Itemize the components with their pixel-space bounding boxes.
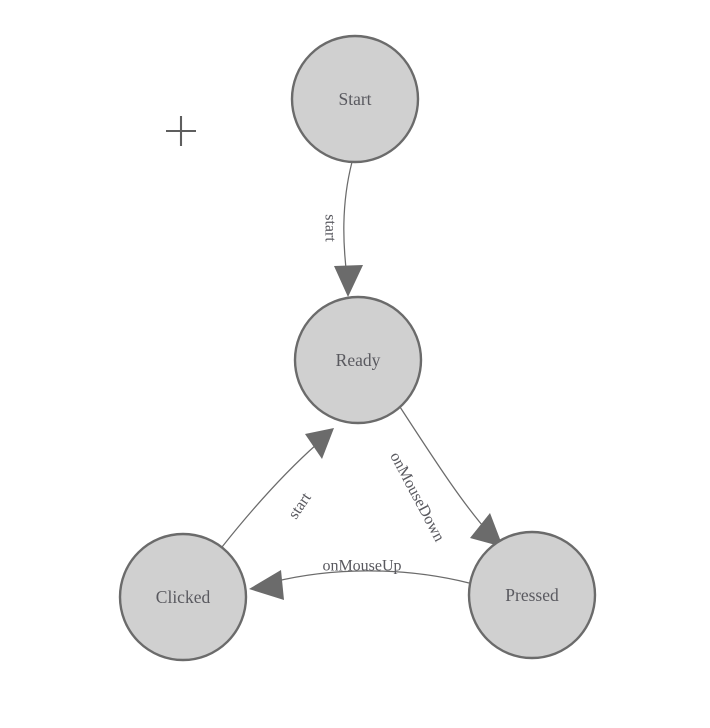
arrowhead-into-pressed-from-ready (470, 513, 503, 547)
edge-ready-to-pressed[interactable]: onMouseDown (386, 406, 503, 547)
node-start[interactable]: Start (290, 34, 420, 164)
edge-label-start-to-ready: start (322, 214, 339, 242)
node-pressed[interactable]: Pressed (467, 530, 597, 660)
node-circle-clicked[interactable] (118, 532, 248, 662)
node-label-start: Start (338, 89, 371, 109)
edge-start-to-ready[interactable]: start (322, 161, 364, 297)
arrowhead-into-clicked-from-pressed (249, 570, 284, 600)
node-ready[interactable]: Ready (293, 295, 423, 425)
edge-line-clicked-to-ready (221, 443, 318, 548)
edge-label-pressed-to-clicked: onMouseUp (322, 558, 401, 575)
node-circle-start[interactable] (290, 34, 420, 164)
edge-label-clicked-to-ready: start (285, 489, 315, 522)
edge-line-start-to-ready (343, 161, 353, 278)
edge-clicked-to-ready[interactable]: start (221, 428, 334, 548)
edge-line-pressed-to-clicked (272, 570, 470, 584)
plus-crosshair-icon (166, 116, 196, 146)
edge-pressed-to-clicked[interactable]: onMouseUp (249, 558, 470, 601)
node-label-pressed: Pressed (505, 585, 559, 605)
node-label-ready: Ready (336, 350, 381, 370)
node-label-clicked: Clicked (156, 587, 211, 607)
arrowhead-into-ready-from-start (334, 265, 363, 297)
node-circle-pressed[interactable] (467, 530, 597, 660)
edge-line-ready-to-pressed (399, 406, 490, 534)
node-circle-ready[interactable] (293, 295, 423, 425)
arrowhead-into-ready-from-clicked (305, 428, 334, 459)
edge-label-ready-to-pressed: onMouseDown (386, 449, 447, 544)
node-clicked[interactable]: Clicked (118, 532, 248, 662)
